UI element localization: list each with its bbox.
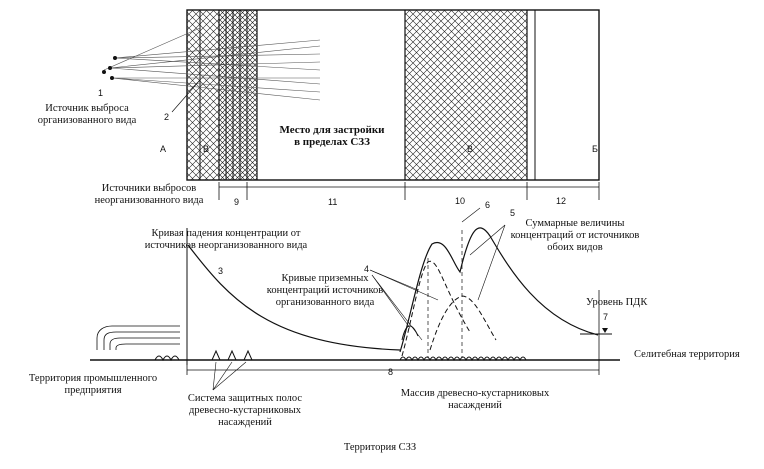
mark-8: 8 xyxy=(388,367,394,377)
mark-11: 11 xyxy=(328,197,338,207)
curve-ground-2 xyxy=(429,295,497,351)
hatch-strip-b xyxy=(219,10,257,180)
plan-view xyxy=(186,9,600,200)
mark-3: 3 xyxy=(218,266,224,276)
tree-massif-outline xyxy=(399,356,527,362)
mark-10: 10 xyxy=(455,196,466,206)
sanitary-zone-label: Территория СЗЗ xyxy=(343,442,417,453)
cross-section xyxy=(90,207,620,391)
organized-source-points xyxy=(102,56,117,80)
zone-a: А xyxy=(160,144,167,154)
mark-1: 1 xyxy=(98,88,104,98)
mark-4: 4 xyxy=(364,264,370,274)
hatch-strip-a xyxy=(187,10,219,180)
mpc-level-label: Уровень ПДК xyxy=(586,297,648,308)
mark-2: 2 xyxy=(164,112,170,122)
mark-12: 12 xyxy=(556,196,567,206)
mark-7: 7 xyxy=(603,312,609,322)
mark-5: 5 xyxy=(510,208,516,218)
curve-total xyxy=(399,227,599,353)
zone-b-left: В xyxy=(203,144,210,154)
organized-source-rays xyxy=(103,27,321,101)
residential-label: Селитебная территория xyxy=(634,349,740,360)
mark-9: 9 xyxy=(234,197,240,207)
zone-b-massif: В xyxy=(467,144,474,154)
curve-ground-1 xyxy=(401,260,471,357)
zone-b-right: Б xyxy=(592,144,598,154)
curve-unorganized xyxy=(187,244,401,351)
hatch-massif xyxy=(405,10,527,180)
mark-6: 6 xyxy=(485,200,491,210)
